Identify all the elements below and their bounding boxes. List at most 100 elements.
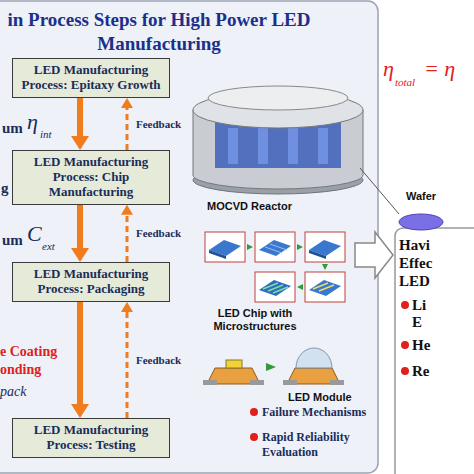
step-arrow: [247, 244, 253, 250]
chip-stripe: [273, 287, 288, 293]
chip-frame: [205, 232, 245, 262]
cropped-text: g: [1, 180, 9, 197]
arrow-line: [77, 205, 83, 248]
equation: η: [383, 58, 394, 80]
reactor-dome: [208, 86, 348, 110]
step-arrow: [322, 264, 328, 270]
arrowhead: [71, 248, 89, 262]
reactor-chamber: [215, 122, 341, 168]
cropped-text: Effec: [399, 254, 432, 272]
chip-frame: [305, 232, 345, 262]
arrowhead: [71, 404, 89, 418]
bullet: [250, 408, 258, 416]
arrow-line: [126, 312, 129, 418]
feedback-arrow: [121, 98, 133, 150]
arrowhead: [71, 136, 89, 150]
chip-line: [270, 244, 287, 250]
chip: [309, 280, 341, 296]
figure-label: MOCVD Reactor: [207, 200, 292, 212]
process-arrow: [71, 98, 89, 150]
chip-side: [209, 250, 226, 259]
wafer-leader: [360, 168, 399, 214]
chip-frame: [255, 232, 295, 262]
result-panel: [395, 228, 474, 474]
arrowhead: [121, 302, 133, 312]
chip-side: [309, 250, 326, 259]
box-text: LED Manufacturing Process: Epitaxy Growt…: [18, 63, 164, 93]
cropped-text: pack: [0, 384, 26, 400]
process-box: LED Manufacturing Process: Testing: [12, 418, 170, 458]
package-dome: [296, 348, 332, 368]
box-text: LED Manufacturing Process: Chip Manufact…: [18, 155, 164, 200]
edge-label: Feedback: [135, 118, 182, 130]
arrow-line: [126, 215, 129, 262]
bullet: [401, 367, 409, 375]
arrow-line: [77, 98, 83, 136]
reactor-pipe: [288, 128, 298, 164]
figure-label: Wafer: [406, 190, 436, 202]
figure-label: LED Module: [288, 391, 352, 403]
mocvd-reactor: [193, 86, 363, 194]
bullet: [401, 341, 409, 349]
package-lead: [330, 380, 344, 385]
reactor-pipe: [258, 128, 268, 164]
arrowhead: [121, 98, 133, 108]
cropped-text: e Coating: [0, 344, 57, 360]
chip-frame: [255, 272, 295, 302]
arrowhead: [121, 205, 133, 215]
chip-frame: [305, 272, 345, 302]
reactor-pipe: [228, 128, 238, 164]
step-arrow: [297, 244, 303, 250]
figure-label: LED Chip with Microstructures: [205, 307, 305, 333]
bullet-text: Failure Mechanisms: [262, 405, 366, 420]
reactor-pipe: [318, 128, 328, 164]
packaging-figures: [203, 348, 344, 385]
bullet-text: E: [412, 313, 422, 331]
subscript: int: [40, 128, 52, 140]
process-box: LED Manufacturing Process: Epitaxy Growt…: [12, 58, 170, 98]
box-text: LED Manufacturing Process: Packaging: [18, 267, 164, 297]
bullet: [401, 301, 409, 309]
step-arrow: [297, 284, 303, 290]
cropped-text: onding: [0, 362, 41, 378]
process-box: LED Manufacturing Process: Chip Manufact…: [12, 150, 170, 205]
arrow-line: [126, 108, 129, 150]
edge-label: Feedback: [135, 227, 182, 239]
step-arrow: [266, 363, 276, 371]
wafer: [399, 214, 443, 230]
process-arrow: [71, 205, 89, 262]
chip: [259, 280, 291, 296]
subscript: total: [395, 76, 415, 88]
chip-steps: [205, 232, 345, 302]
cropped-text: um: [2, 232, 23, 249]
chip-stripe: [319, 285, 334, 291]
process-box: LED Manufacturing Process: Packaging: [12, 262, 170, 302]
bullet-text: Rapid Reliability Evaluation: [262, 430, 380, 460]
cropped-text: um: [2, 120, 23, 137]
box-text: LED Manufacturing Process: Testing: [18, 423, 164, 453]
feedback-arrow: [121, 205, 133, 262]
process-panel: [0, 1, 378, 473]
bullet-text: Re: [412, 362, 430, 380]
bullet-text: Li: [412, 296, 426, 314]
feedback-arrow: [121, 302, 133, 418]
process-arrow: [71, 302, 89, 418]
edge-label: Feedback: [135, 354, 182, 366]
symbol: C: [27, 223, 42, 245]
subscript: ext: [42, 240, 55, 252]
cropped-text: LED: [399, 272, 430, 290]
hollow-arrow: [355, 232, 393, 278]
bullet-text: He: [412, 336, 430, 354]
package-lead: [203, 380, 217, 385]
chip: [259, 240, 291, 256]
bullet: [250, 433, 258, 441]
cropped-text: Havi: [399, 236, 430, 254]
package-lead: [283, 380, 297, 385]
package-chip: [226, 360, 242, 368]
chip-line: [265, 247, 282, 253]
equation: = η: [424, 58, 455, 80]
arrow-line: [77, 302, 83, 404]
package-lead: [250, 380, 264, 385]
diagram-title: in Process Steps for High Power LED Manu…: [0, 8, 318, 56]
